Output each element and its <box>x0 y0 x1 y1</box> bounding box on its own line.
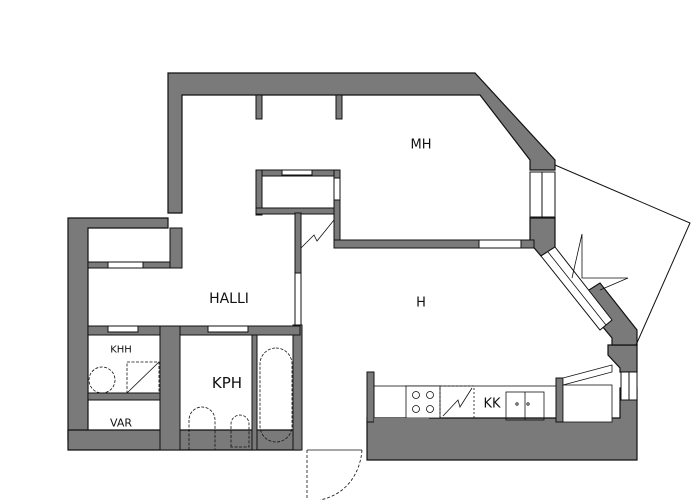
balcony-outline <box>554 164 691 346</box>
room-label-kph: KPH <box>211 374 243 392</box>
entrance-door-swing <box>306 449 363 500</box>
room-label-kk: KK <box>483 396 501 412</box>
exterior-walls <box>67 72 638 461</box>
room-label-var: VAR <box>110 416 132 430</box>
room-label-mh: MH <box>410 137 432 153</box>
windows <box>107 169 638 401</box>
room-label-h: H <box>416 295 426 311</box>
balcony-door-swing <box>571 233 629 291</box>
bathroom-fixtures <box>88 347 293 450</box>
room-label-khh: KHH <box>110 344 132 356</box>
closet-door-symbol <box>300 219 335 249</box>
room-label-halli: HALLI <box>209 291 249 307</box>
kitchen-counter <box>373 385 557 421</box>
